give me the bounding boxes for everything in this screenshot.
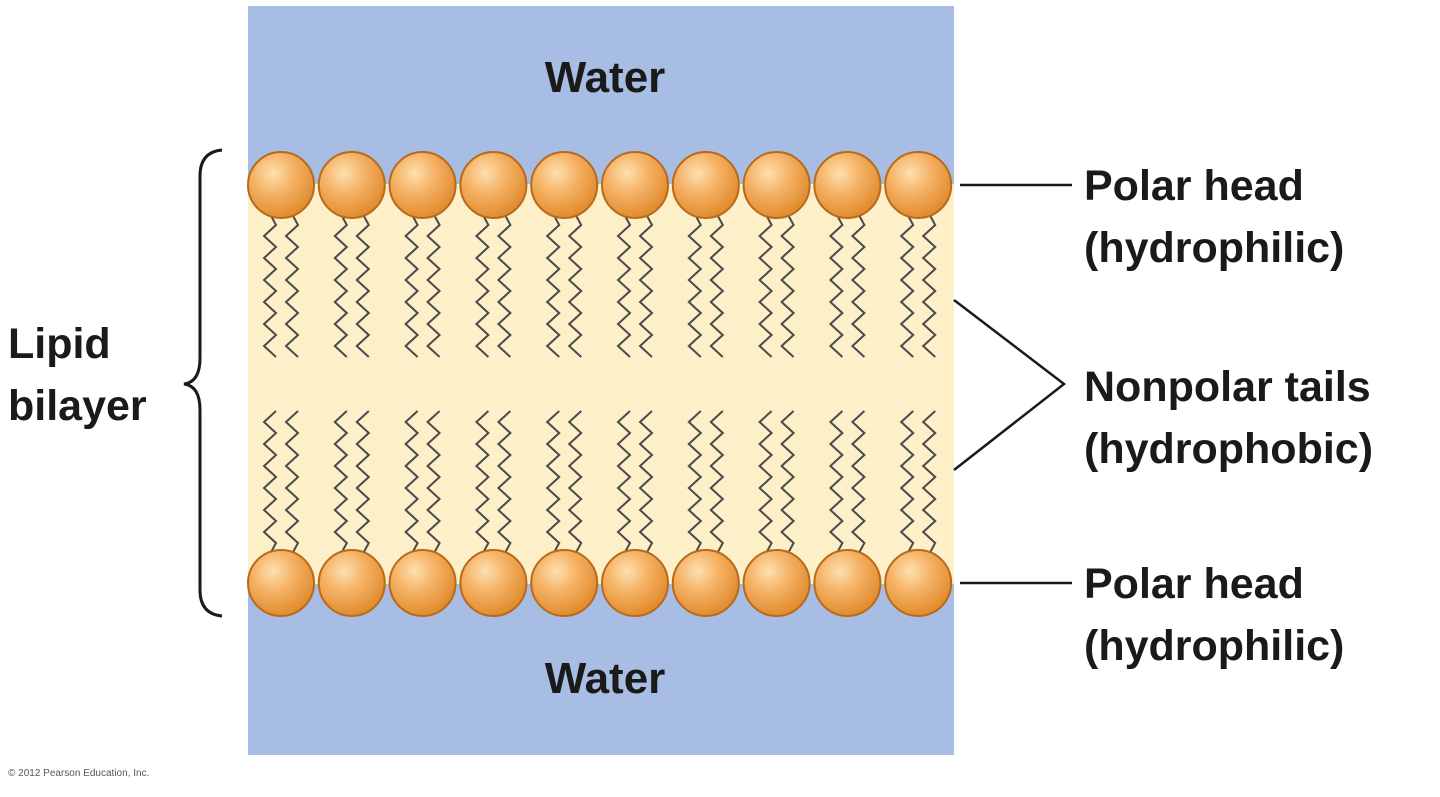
polar-head-top bbox=[601, 151, 669, 219]
lipid-tail-bottom bbox=[262, 410, 278, 555]
lipid-tail-bottom bbox=[758, 410, 774, 555]
polar-head-bottom bbox=[671, 549, 740, 617]
polar-head-bottom bbox=[530, 549, 599, 617]
lipid-tail-bottom bbox=[474, 410, 490, 555]
lipid-tail-top bbox=[616, 213, 632, 358]
lipid-tail-top bbox=[850, 213, 866, 358]
lipid-tail-top bbox=[333, 213, 349, 358]
nonpolar-tails-line1: Nonpolar tails bbox=[1084, 363, 1371, 411]
polar-head-bottom bbox=[388, 549, 457, 617]
polar-head-top bbox=[742, 151, 811, 219]
polar-head-top-label: Polar head (hydrophilic) bbox=[1084, 162, 1344, 272]
nonpolar-tails-line2: (hydrophobic) bbox=[1084, 425, 1373, 473]
lipid-tail-top bbox=[758, 213, 774, 358]
lipid-tail-bottom bbox=[284, 410, 300, 555]
lipid-tail-top bbox=[780, 213, 796, 358]
lipid-tail-bottom bbox=[426, 410, 442, 555]
lipid-tail-top bbox=[567, 213, 583, 358]
polar-head-bottom bbox=[317, 549, 386, 617]
lipid-tail-top bbox=[921, 213, 937, 358]
lipid-tail-top bbox=[355, 213, 371, 358]
polar-head-bottom bbox=[742, 549, 811, 617]
polar-heads-group bbox=[247, 151, 953, 617]
lipid-tail-top bbox=[899, 213, 915, 358]
lipid-tail-top bbox=[284, 213, 300, 358]
lipid-tail-bottom bbox=[355, 410, 371, 555]
polar-head-top bbox=[813, 151, 882, 219]
lipid-bilayer-label-line2: bilayer bbox=[8, 382, 147, 430]
polar-head-bottom bbox=[884, 549, 953, 617]
lipid-tail-top bbox=[709, 213, 725, 358]
lipid-bilayer-label-line1: Lipid bbox=[8, 320, 111, 368]
lipid-tail-bottom bbox=[567, 410, 583, 555]
lipid-tail-bottom bbox=[780, 410, 796, 555]
lipid-tail-top bbox=[474, 213, 490, 358]
lipid-tail-bottom bbox=[921, 410, 937, 555]
water-label-top: Water bbox=[545, 53, 666, 102]
polar-head-top bbox=[884, 151, 953, 219]
lipid-tail-bottom bbox=[404, 410, 420, 555]
bilayer-brace bbox=[183, 148, 223, 618]
lipid-tail-top bbox=[404, 213, 420, 358]
nonpolar-tails-leader bbox=[953, 299, 1067, 471]
lipid-tail-bottom bbox=[828, 410, 844, 555]
lipid-tail-bottom bbox=[545, 410, 561, 555]
polar-head-top bbox=[388, 151, 457, 219]
water-label-bottom: Water bbox=[545, 654, 666, 703]
polar-head-top-line2: (hydrophilic) bbox=[1084, 224, 1344, 272]
lipid-tail-bottom bbox=[638, 410, 654, 555]
polar-head-bottom bbox=[813, 549, 882, 617]
lipid-tail-top bbox=[262, 213, 278, 358]
lipid-tail-top bbox=[545, 213, 561, 358]
lipid-tail-bottom bbox=[616, 410, 632, 555]
polar-head-bottom-line1: Polar head bbox=[1084, 560, 1304, 608]
lipid-tail-top bbox=[496, 213, 512, 358]
polar-head-bottom-label: Polar head (hydrophilic) bbox=[1084, 560, 1344, 670]
lipid-tail-bottom bbox=[899, 410, 915, 555]
lipid-tail-top bbox=[687, 213, 703, 358]
lipid-tail-bottom bbox=[496, 410, 512, 555]
polar-head-top bbox=[671, 151, 740, 219]
polar-head-bottom-line2: (hydrophilic) bbox=[1084, 622, 1344, 670]
polar-head-top bbox=[317, 151, 386, 219]
lipid-tail-bottom bbox=[687, 410, 703, 555]
polar-head-bottom bbox=[459, 549, 528, 617]
hydrophobic-core bbox=[248, 184, 954, 584]
lipid-tail-bottom bbox=[850, 410, 866, 555]
polar-head-top-line1: Polar head bbox=[1084, 162, 1304, 210]
nonpolar-tails-label: Nonpolar tails (hydrophobic) bbox=[1084, 363, 1383, 473]
polar-head-top bbox=[247, 151, 315, 219]
lipid-tail-top bbox=[426, 213, 442, 358]
lipid-bilayer-label: Lipid bilayer bbox=[8, 320, 147, 430]
copyright-notice: © 2012 Pearson Education, Inc. bbox=[8, 768, 149, 779]
lipid-tail-top bbox=[828, 213, 844, 358]
lipid-tail-bottom bbox=[333, 410, 349, 555]
lipid-tail-top bbox=[638, 213, 654, 358]
polar-head-bottom bbox=[601, 549, 669, 617]
polar-head-bottom bbox=[247, 549, 315, 617]
polar-head-top bbox=[459, 151, 528, 219]
polar-head-top bbox=[530, 151, 599, 219]
nonpolar-tails-group bbox=[262, 213, 937, 555]
lipid-tail-bottom bbox=[709, 410, 725, 555]
